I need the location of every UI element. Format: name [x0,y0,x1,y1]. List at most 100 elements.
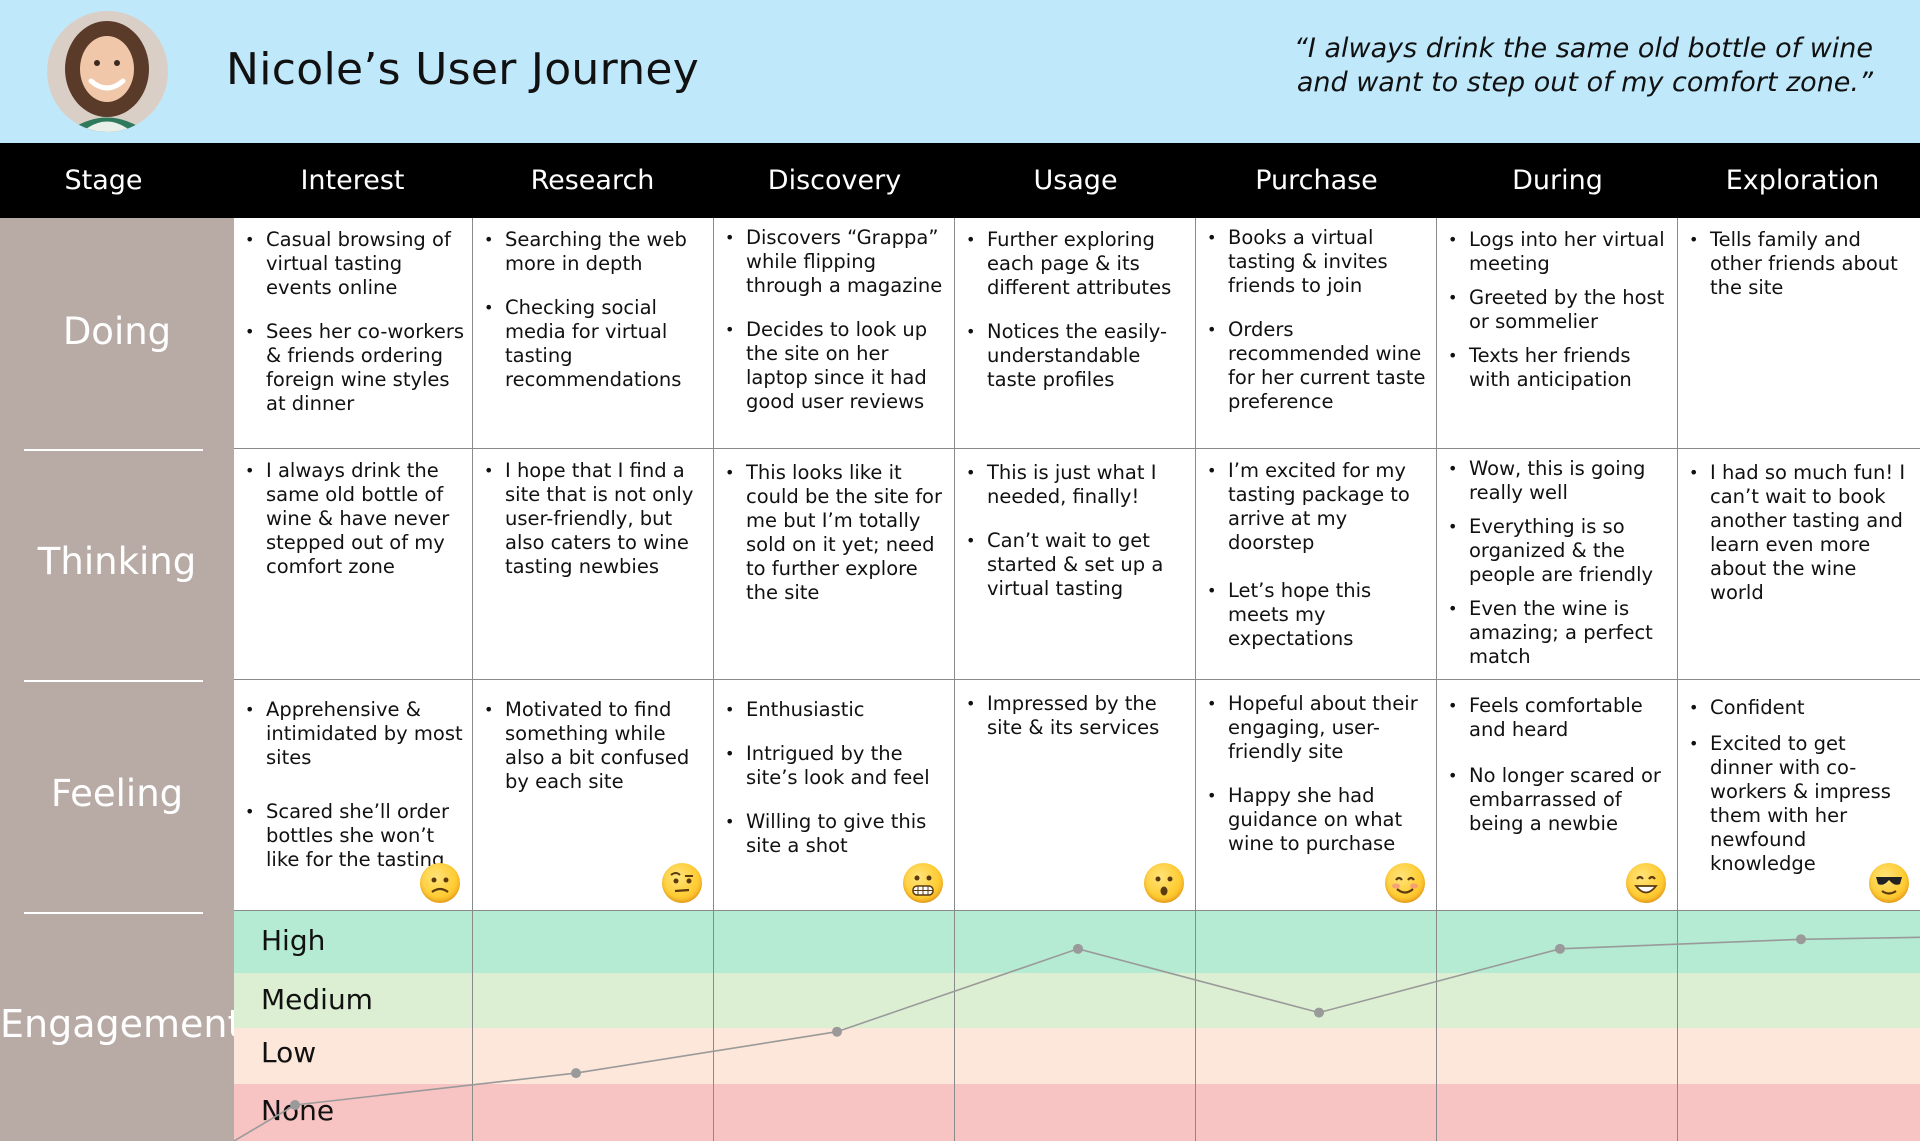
bullet-list: Tells family and other friends about the… [1678,228,1920,300]
stage-bar: Stage Interest Research Discovery Usage … [0,143,1920,218]
bullet-item: Orders recommended wine for her current … [1196,318,1436,414]
grinning-face-icon [1626,863,1666,903]
stage-purchase: Purchase [1255,165,1378,196]
bullet-item: Excited to get dinner with co-workers & … [1678,732,1920,876]
thinking-cell-during: Wow, this is going really wellEverything… [1436,449,1677,680]
hushed-face-icon [1144,863,1184,903]
bullet-list: ConfidentExcited to get dinner with co-w… [1678,696,1920,876]
engagement-point-purchase [1314,1007,1324,1018]
doing-cell-interest: Casual browsing of virtual tasting event… [234,218,472,449]
bullet-list: I always drink the same old bottle of wi… [234,459,472,579]
bullet-item: Hopeful about their engaging, user-frien… [1196,692,1436,764]
bullet-item: Feels comfortable and heard [1437,694,1677,742]
engagement-point-during [1555,943,1565,954]
bullet-list: EnthusiasticIntrigued by the site’s look… [714,698,954,858]
doing-cell-usage: Further exploring each page & its differ… [954,218,1195,449]
row-label-doing: Doing [62,310,172,353]
column-divider [954,911,955,1141]
engagement-point-discovery [832,1026,842,1037]
engagement-band-medium [234,973,1920,1028]
bullet-item: Happy she had guidance on what wine to p… [1196,784,1436,856]
engagement-band-none [234,1084,1920,1141]
bullet-item: Let’s hope this meets my expectations [1196,579,1436,651]
journey-header: Nicole’s User Journey “I always drink th… [0,0,1920,143]
engagement-level-low: Low [261,1036,317,1069]
stage-discovery: Discovery [767,165,902,196]
thinking-cell-usage: This is just what I needed, finally!Can’… [954,449,1195,680]
bullet-item: Logs into her virtual meeting [1437,228,1677,276]
feeling-cell-exploration: ConfidentExcited to get dinner with co-w… [1677,680,1920,911]
bullet-list: Impressed by the site & its services [955,692,1195,740]
bullet-item: Books a virtual tasting & invites friend… [1196,226,1436,298]
bullet-item: Decides to look up the site on her lapto… [714,318,954,414]
engagement-level-medium: Medium [261,983,373,1016]
bullet-item: Impressed by the site & its services [955,692,1195,740]
stage-during: During [1512,165,1603,196]
bullet-item: Can’t wait to get started & set up a vir… [955,529,1195,601]
avatar [47,11,168,132]
bullet-list: I hope that I find a site that is not on… [473,459,713,579]
bullet-item: Even the wine is amazing; a perfect matc… [1437,597,1677,669]
bullet-item: Casual browsing of virtual tasting event… [234,228,472,300]
page-title: Nicole’s User Journey [226,44,700,95]
sunglasses-face-icon [1869,863,1909,903]
thinking-cell-interest: I always drink the same old bottle of wi… [234,449,472,680]
bullet-item: I’m excited for my tasting package to ar… [1196,459,1436,555]
engagement-point-usage [1073,943,1083,954]
stage-label: Stage [64,165,143,196]
doing-cell-purchase: Books a virtual tasting & invites friend… [1195,218,1436,449]
engagement-point-research [571,1068,581,1079]
engagement-point-interest [290,1100,300,1110]
feeling-cell-research: Motivated to find something while also a… [472,680,713,911]
worried-face-icon [420,863,460,903]
bullet-item: Willing to give this site a shot [714,810,954,858]
bullet-item: Sees her co-workers & friends ordering f… [234,320,472,416]
doing-cell-exploration: Tells family and other friends about the… [1677,218,1920,449]
thinking-cell-purchase: I’m excited for my tasting package to ar… [1195,449,1436,680]
bullet-item: Greeted by the host or sommelier [1437,286,1677,334]
bullet-item: Motivated to find something while also a… [473,698,713,794]
bullet-list: Further exploring each page & its differ… [955,228,1195,392]
bullet-list: Apprehensive & intimidated by most sites… [234,698,472,872]
bullet-item: Scared she’ll order bottles she won’t li… [234,800,472,872]
bullet-list: Searching the web more in depthChecking … [473,228,713,392]
bullet-item: Enthusiastic [714,698,954,722]
bullet-list: I’m excited for my tasting package to ar… [1196,459,1436,651]
thinking-cell-discovery: This looks like it could be the site for… [713,449,954,680]
bullet-item: Notices the easily-understandable taste … [955,320,1195,392]
engagement-line-chart [234,934,1920,1141]
engagement-chart: High Medium Low None [234,911,1920,1141]
smiling-face-icon [1385,863,1425,903]
bullet-list: Casual browsing of virtual tasting event… [234,228,472,416]
column-divider [713,911,714,1141]
engagement-level-high: High [261,924,326,957]
engagement-band-high [234,911,1920,973]
row-divider [24,449,203,451]
stage-usage: Usage [1033,165,1118,196]
bullet-list: This is just what I needed, finally!Can’… [955,461,1195,601]
thinking-cell-research: I hope that I find a site that is not on… [472,449,713,680]
bullet-item: Further exploring each page & its differ… [955,228,1195,300]
bullet-item: No longer scared or embarrassed of being… [1437,764,1677,836]
bullet-item: I hope that I find a site that is not on… [473,459,713,579]
bullet-item: I had so much fun! I can’t wait to book … [1678,461,1920,605]
doing-cell-research: Searching the web more in depthChecking … [472,218,713,449]
bullet-list: Hopeful about their engaging, user-frien… [1196,692,1436,856]
persona-quote: “I always drink the same old bottle of w… [1293,33,1873,98]
bullet-item: Texts her friends with anticipation [1437,344,1677,392]
engagement-series-line [234,936,1920,1141]
row-label-engagement: Engagement [0,1002,243,1046]
journey-grid: Casual browsing of virtual tasting event… [234,218,1920,911]
bullet-list: Motivated to find something while also a… [473,698,713,794]
bullet-list: This looks like it could be the site for… [714,461,954,605]
stage-interest: Interest [300,165,405,196]
column-divider [1677,911,1678,1141]
row-divider [24,912,203,914]
bullet-item: This looks like it could be the site for… [714,461,954,605]
bullet-list: Books a virtual tasting & invites friend… [1196,226,1436,414]
row-divider [24,680,203,682]
thinking-cell-exploration: I had so much fun! I can’t wait to book … [1677,449,1920,680]
bullet-item: Wow, this is going really well [1437,457,1677,505]
bullet-list: Logs into her virtual meetingGreeted by … [1437,228,1677,392]
feeling-cell-purchase: Hopeful about their engaging, user-frien… [1195,680,1436,911]
